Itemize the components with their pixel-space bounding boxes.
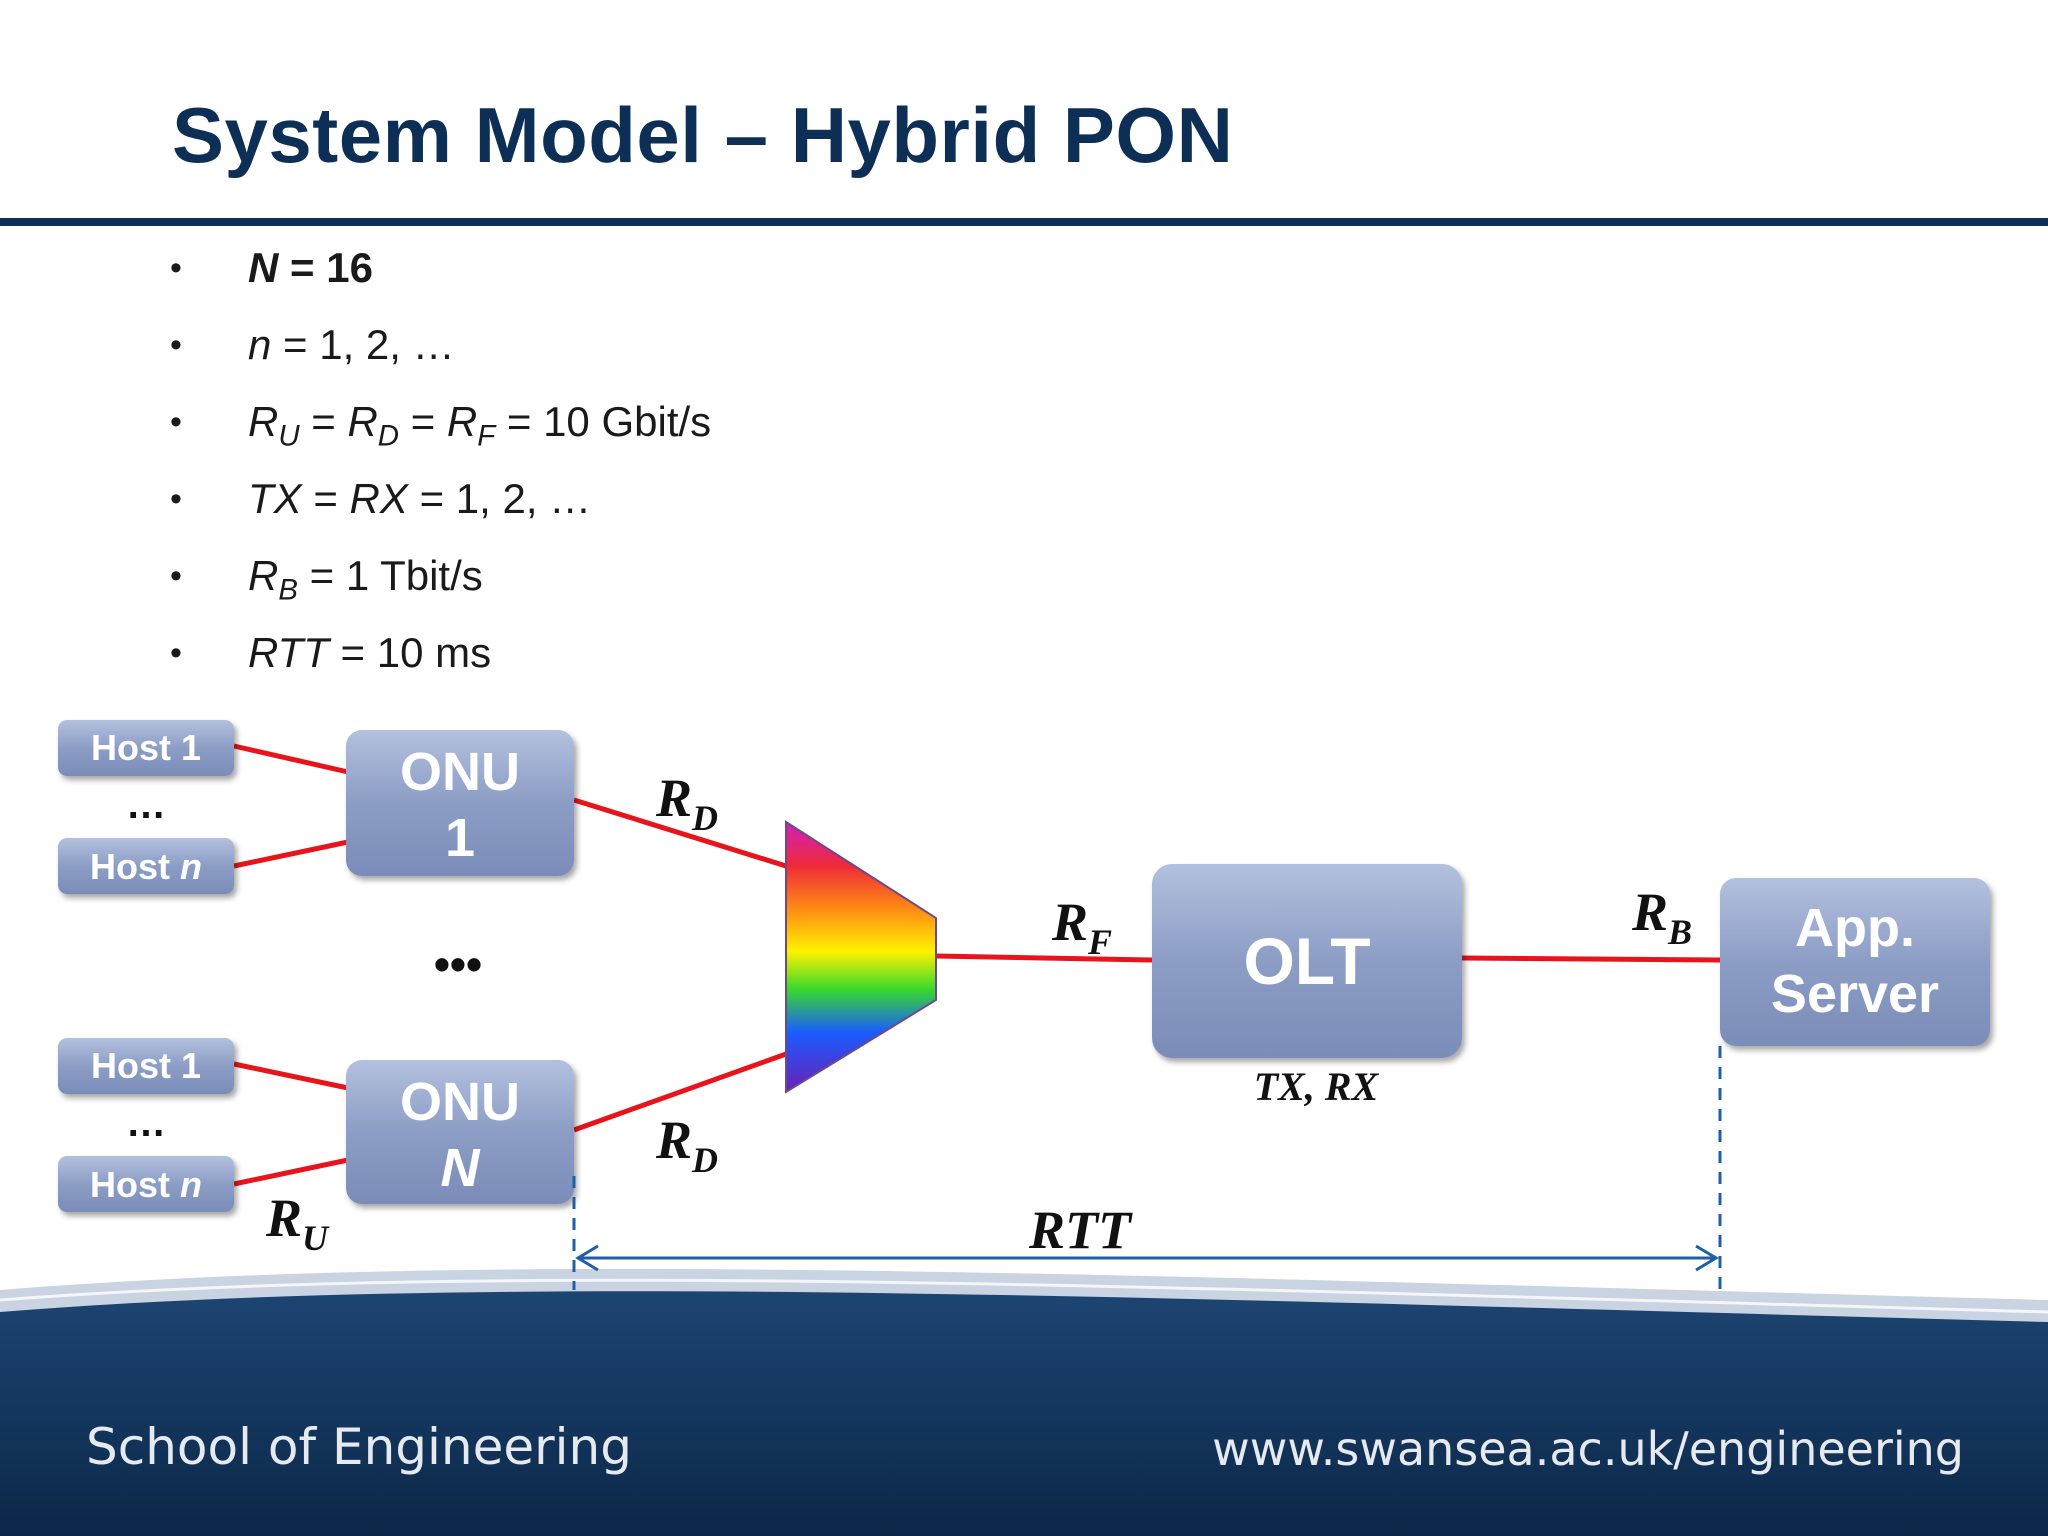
svg-text:ONU: ONU (400, 1072, 520, 1132)
link-onu1-splitter (573, 797, 787, 869)
svg-text:Host 1: Host 1 (91, 727, 201, 768)
app-server: App. Server (1720, 878, 1990, 1046)
host-top-n: Host n (58, 838, 234, 894)
label-rtt: RTT (1028, 1200, 1133, 1260)
onu-N: ONU N (346, 1060, 574, 1204)
title-divider (0, 218, 2048, 226)
label-rf: RF (1051, 892, 1112, 962)
rtt-arrow-left-head (575, 1244, 599, 1272)
host-bot-1: Host 1 (58, 1038, 234, 1094)
awg-splitter (785, 820, 937, 1094)
label-ru: RU (265, 1188, 330, 1258)
link-host1-onuN (233, 1061, 349, 1091)
host-top-1: Host 1 (58, 720, 234, 776)
slide-title: System Model – Hybrid PON (172, 91, 1234, 179)
svg-text:Host n: Host n (90, 846, 202, 887)
svg-text:App.: App. (1795, 898, 1915, 958)
onu-dots-mid: ••• (434, 938, 482, 990)
svg-text:1: 1 (445, 808, 475, 868)
svg-text:Host n: Host n (90, 1164, 202, 1205)
rtt-arrow-right-head (1695, 1244, 1719, 1272)
svg-text:OLT: OLT (1243, 924, 1370, 998)
param-backbone-rate: RB = 1 Tbit/s (170, 546, 711, 623)
svg-text:Host 1: Host 1 (91, 1045, 201, 1086)
link-olt-server (1461, 955, 1721, 963)
olt: OLT (1152, 864, 1462, 1058)
param-rtt: RTT = 10 ms (170, 623, 711, 700)
footer-school-name: School of Engineering (86, 1418, 632, 1476)
param-rates: RU = RD = RF = 10 Gbit/s (170, 392, 711, 469)
link-onuN-splitter (573, 1051, 787, 1133)
svg-text:N: N (441, 1138, 481, 1198)
link-hostn-onu1 (233, 839, 349, 869)
rtt-markers (572, 1046, 1722, 1292)
link-splitter-olt (935, 953, 1153, 963)
svg-text:ONU: ONU (400, 742, 520, 802)
host-bot-n: Host n (58, 1156, 234, 1212)
footer-wave-line (0, 1278, 2048, 1314)
onu-1: ONU 1 (346, 730, 574, 876)
link-hostn-onuN (233, 1157, 349, 1187)
svg-text:Server: Server (1771, 964, 1939, 1024)
footer-band (0, 1291, 2048, 1536)
footer-url[interactable]: www.swansea.ac.uk/engineering (1212, 1422, 1964, 1476)
link-lines (233, 743, 1721, 1187)
parameter-list: N = 16 n = 1, 2, … RU = RD = RF = 10 Gbi… (170, 238, 711, 700)
host-dots-top: … (126, 783, 166, 827)
link-host1-onu1 (233, 743, 349, 775)
param-txrx: TX = RX = 1, 2, … (170, 469, 711, 546)
label-rd-bottom: RD (655, 1110, 718, 1180)
host-dots-bottom: … (126, 1101, 166, 1145)
param-n-index: n = 1, 2, … (170, 315, 711, 392)
label-olt-txrx: TX, RX (1254, 1064, 1380, 1109)
label-rb: RB (1631, 882, 1692, 952)
label-rd-top: RD (655, 768, 718, 838)
param-n-total: N = 16 (170, 238, 711, 315)
